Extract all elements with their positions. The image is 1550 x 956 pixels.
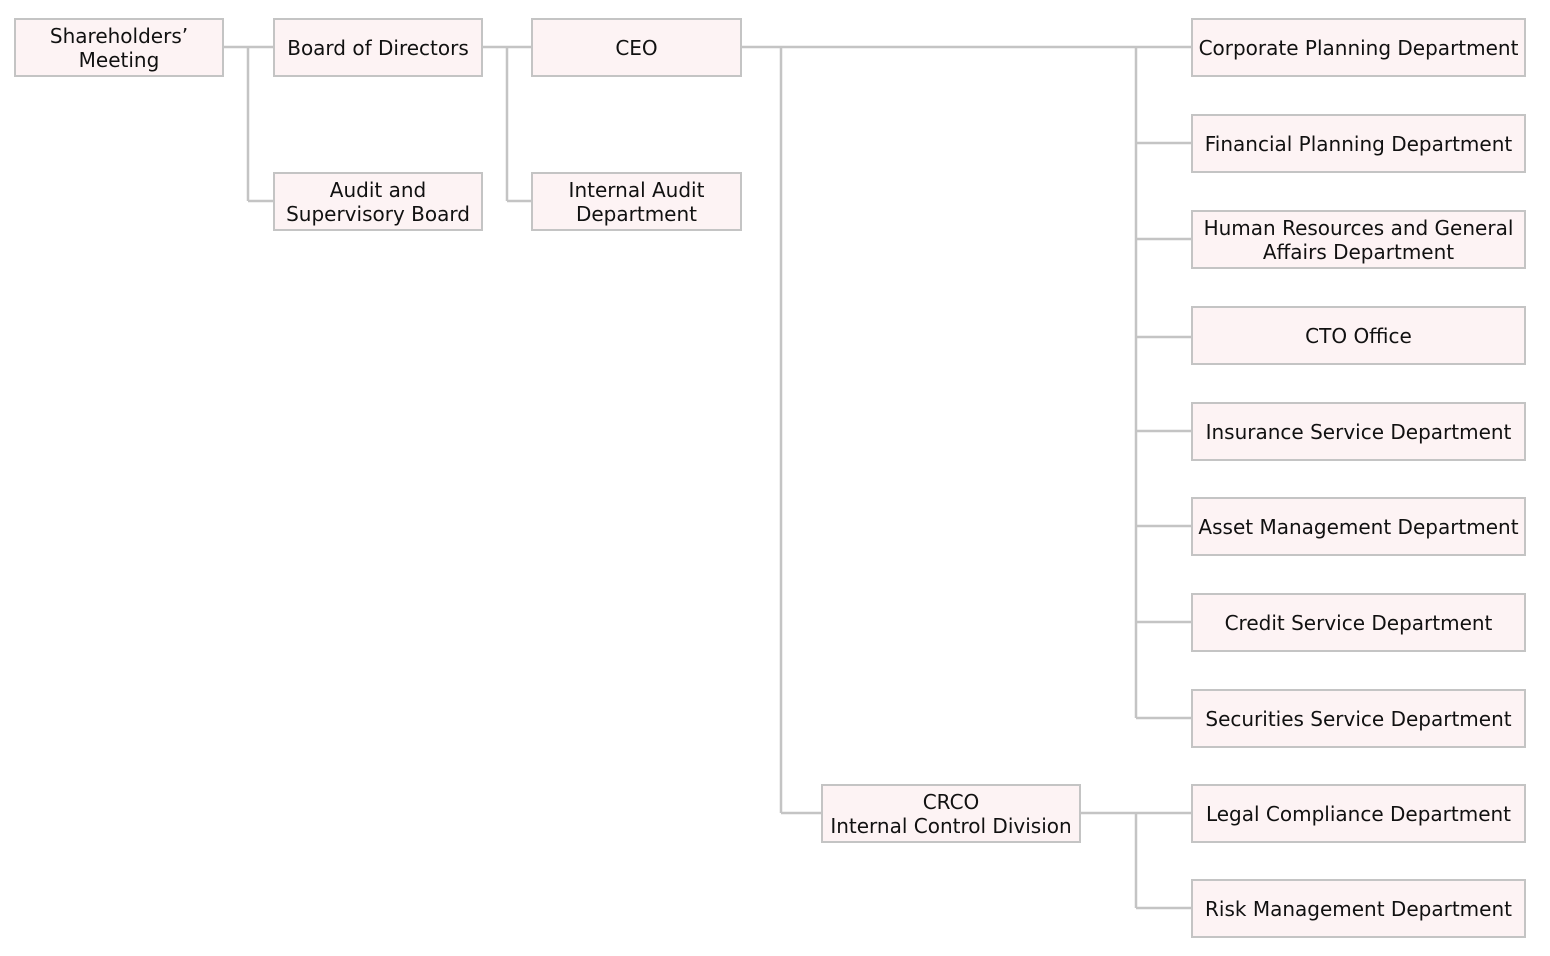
ceo-box: CEO xyxy=(531,18,742,77)
crco-department-box: Legal Compliance Department xyxy=(1191,784,1526,843)
internal-audit-department-box: Internal Audit Department xyxy=(531,172,742,231)
board-of-directors-box: Board of Directors xyxy=(273,18,483,77)
crco-internal-control-division-box: CRCO Internal Control Division xyxy=(821,784,1081,843)
department-box: CTO Office xyxy=(1191,306,1526,365)
department-box: Securities Service Department xyxy=(1191,689,1526,748)
audit-supervisory-board-box: Audit and Supervisory Board xyxy=(273,172,483,231)
department-box: Financial Planning Department xyxy=(1191,114,1526,173)
department-box: Credit Service Department xyxy=(1191,593,1526,652)
department-box: Human Resources and General Affairs Depa… xyxy=(1191,210,1526,269)
crco-department-box: Risk Management Department xyxy=(1191,879,1526,938)
department-box: Corporate Planning Department xyxy=(1191,18,1526,77)
department-box: Asset Management Department xyxy=(1191,497,1526,556)
department-box: Insurance Service Department xyxy=(1191,402,1526,461)
shareholders-meeting-box: Shareholders’ Meeting xyxy=(14,18,224,77)
